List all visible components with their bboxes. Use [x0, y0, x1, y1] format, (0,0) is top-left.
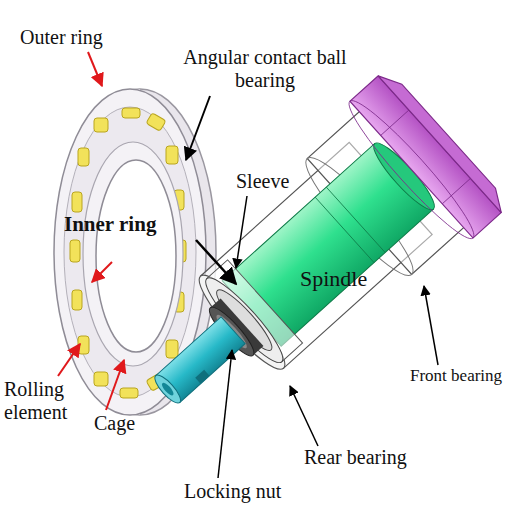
spindle-assembly: [102, 68, 510, 462]
part-label: Rolling element: [4, 378, 74, 424]
part-label: Locking nut: [184, 480, 304, 503]
part-label: Spindle: [300, 266, 390, 291]
part-label: Cage: [94, 412, 154, 435]
part-label: Angular contact ball bearing: [170, 46, 360, 92]
part-label: Inner ring: [64, 212, 174, 236]
part-label: Sleeve: [236, 170, 316, 193]
part-label: Rear bearing: [304, 446, 424, 469]
leader-lines: [58, 52, 438, 478]
part-label: Front bearing: [410, 366, 512, 386]
part-label: Outer ring: [20, 26, 130, 49]
